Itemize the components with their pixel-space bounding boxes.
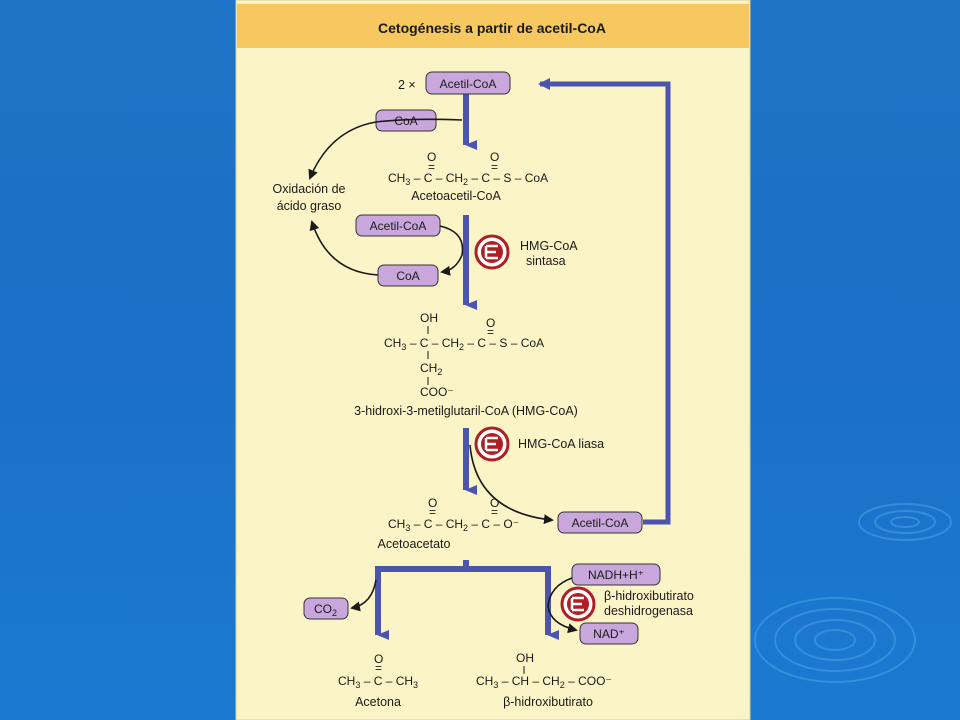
co2-label: CO2 <box>314 602 337 618</box>
coa-mid-box <box>377 264 439 287</box>
acetyl-coa-multiplier: 2 × <box>398 78 416 92</box>
arrow-to-bhb <box>466 566 559 640</box>
acetone-structure: O = CH3 – C – CH3 <box>338 652 418 690</box>
hmg-coa-name: 3-hidroxi-3-metilglutaril-CoA (HMG-CoA) <box>354 404 578 418</box>
enzyme-icon-hmg-lyase <box>474 426 510 462</box>
acetoacetate-name: Acetoacetato <box>378 537 451 551</box>
acetyl-coa-mid-box <box>355 214 441 237</box>
svg-text:OH: OH <box>516 651 534 665</box>
hmg-lyase-label: HMG-CoA liasa <box>518 437 604 451</box>
nad-box <box>579 622 639 645</box>
svg-text:CH3 – C – CH2 – C – S – CoA: CH3 – C – CH2 – C – S – CoA <box>384 336 544 352</box>
arrow-return-acetylcoa-loop <box>538 78 671 525</box>
svg-text:=: = <box>487 325 494 339</box>
svg-text:O: O <box>374 652 383 666</box>
svg-text:CH2: CH2 <box>420 361 442 377</box>
bhb-dh-label-line2: deshidrogenasa <box>604 604 693 618</box>
acetoacetyl-coa-name: Acetoacetil-CoA <box>411 189 501 203</box>
fatty-acid-oxidation-line1: Oxidación de <box>273 182 346 196</box>
hmg-synthase-label-line2: sintasa <box>526 254 566 268</box>
acetyl-coa-top-box <box>425 71 511 95</box>
acetyl-coa-mid-label: Acetil-CoA <box>370 219 427 233</box>
svg-text:CH3 – C – CH2 – C – S – CoA: CH3 – C – CH2 – C – S – CoA <box>388 171 548 187</box>
arrow-coa-to-oxidation <box>375 118 463 123</box>
arrow-co2-out <box>350 579 377 612</box>
bhb-structure: OH CH3 – CH – CH2 – COO⁻ <box>476 651 612 690</box>
acetyl-coa-top-label: Acetil-CoA <box>440 77 497 91</box>
arrow-coa-mid-to-oxidation <box>309 220 379 276</box>
svg-text:COO⁻: COO⁻ <box>420 385 454 399</box>
enzyme-icon-bhb-dehydrogenase <box>560 586 596 622</box>
arrow-acetylcoa-mid-in <box>439 225 464 276</box>
svg-text:O: O <box>490 150 499 164</box>
acetoacetate-structure: O = O = CH3 – C – CH2 – C – O⁻ <box>388 496 519 533</box>
svg-text:CH3 – C – CH3: CH3 – C – CH3 <box>338 674 418 690</box>
svg-text:=: = <box>491 160 498 174</box>
arrow-nadh-in <box>547 577 578 634</box>
svg-text:O: O <box>486 316 495 330</box>
arrow-lyase-to-acetylcoa <box>469 444 554 525</box>
acetyl-coa-return-label: Acetil-CoA <box>572 516 629 530</box>
arrow-coa-to-oxidation-curve <box>308 121 377 180</box>
nadh-label: NADH+H⁺ <box>588 568 644 582</box>
nadh-box <box>571 563 661 586</box>
enzyme-icon-hmg-synthase <box>474 234 510 270</box>
arrow-to-acetone <box>375 566 466 640</box>
svg-text:=: = <box>491 505 498 519</box>
coa-mid-label: CoA <box>396 269 419 283</box>
svg-text:O: O <box>427 150 436 164</box>
coa-top-label: CoA <box>394 114 417 128</box>
svg-text:=: = <box>429 505 436 519</box>
acetyl-coa-return-box <box>557 511 643 534</box>
hmg-coa-structure: OH O = CH3 – C – CH2 – C – S – CoA CH2 C… <box>384 311 544 399</box>
figure-title: Cetogénesis a partir de acetil-CoA <box>378 20 606 36</box>
svg-text:CH3 – C – CH2 – C – O⁻: CH3 – C – CH2 – C – O⁻ <box>388 517 519 533</box>
co2-box <box>303 597 349 620</box>
svg-text:=: = <box>375 661 382 675</box>
svg-text:CH3 – CH – CH2 – COO⁻: CH3 – CH – CH2 – COO⁻ <box>476 674 612 690</box>
acetoacetyl-coa-structure: O = O = CH3 – C – CH2 – C – S – CoA <box>388 150 548 187</box>
svg-text:O: O <box>428 496 437 510</box>
fatty-acid-oxidation-line2: ácido graso <box>277 199 342 213</box>
nad-label: NAD⁺ <box>593 627 625 641</box>
svg-text:OH: OH <box>420 311 438 325</box>
bhb-name: β-hidroxibutirato <box>503 695 593 709</box>
hmg-synthase-label-line1: HMG-CoA <box>520 239 578 253</box>
svg-text:O: O <box>490 496 499 510</box>
title-band <box>237 4 749 48</box>
acetone-name: Acetona <box>355 695 401 709</box>
bhb-dh-label-line1: β-hidroxibutirato <box>604 589 694 603</box>
ripple-decoration <box>754 503 952 683</box>
svg-text:=: = <box>428 160 435 174</box>
